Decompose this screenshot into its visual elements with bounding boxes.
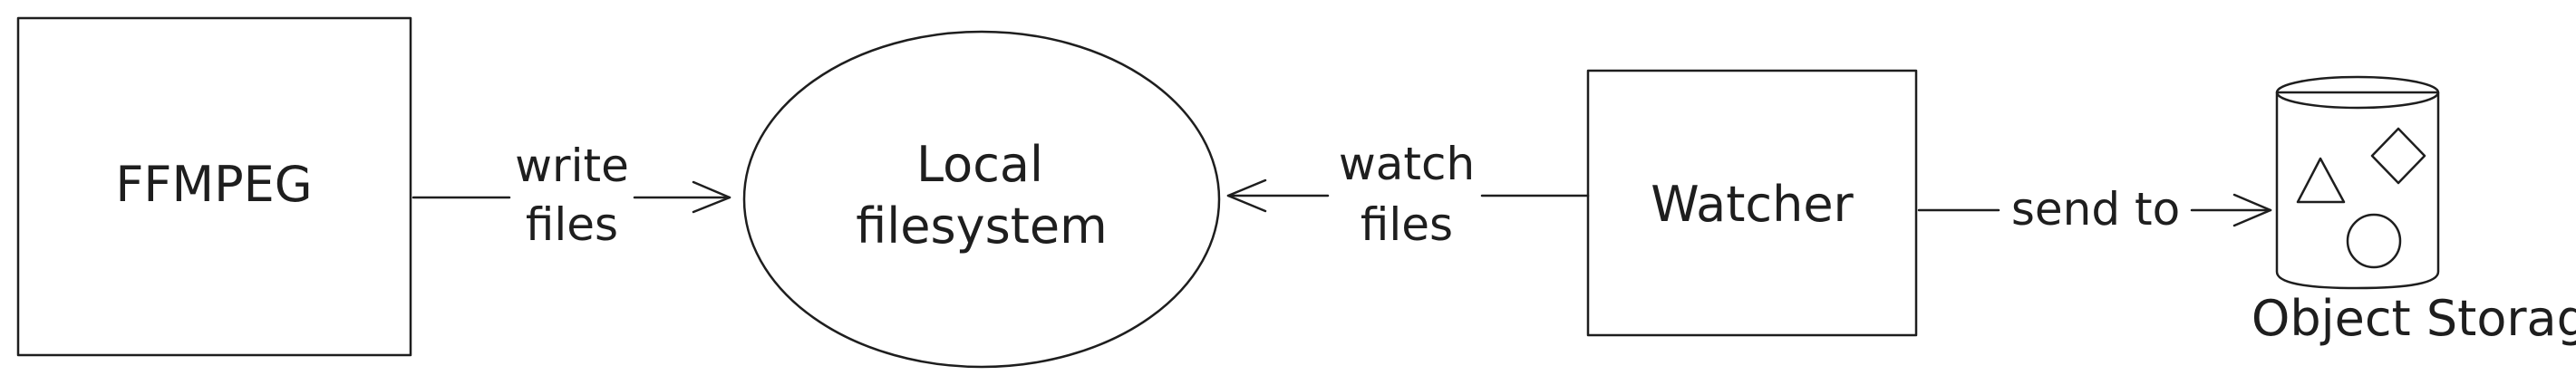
filesystem-label-line2: filesystem [856, 197, 1107, 255]
watcher-label: Watcher [1651, 176, 1854, 233]
storage-cylinder-top [2275, 75, 2440, 110]
edge-send-to: send to [1917, 183, 2272, 236]
ffmpeg-node[interactable]: FFMPEG [16, 16, 412, 357]
filesystem-node[interactable]: Local filesystem [742, 30, 1221, 369]
circle-icon [2346, 213, 2402, 269]
edge-watch-files: watch files [1226, 138, 1590, 251]
ffmpeg-box [16, 16, 412, 357]
watcher-node[interactable]: Watcher [1586, 69, 1918, 337]
triangle-icon [2296, 157, 2346, 204]
filesystem-ellipse [742, 30, 1221, 369]
storage-cylinder-body [2275, 91, 2440, 290]
storage-label: Object Storage [2252, 290, 2576, 347]
write-label-line1: write [515, 140, 629, 192]
diamond-icon [2370, 127, 2426, 185]
edge-write-files: write files [412, 140, 731, 251]
ffmpeg-label: FFMPEG [115, 156, 312, 213]
filesystem-label-line1: Local [916, 136, 1043, 193]
watch-label-line1: watch [1339, 138, 1475, 190]
write-label-line2: files [526, 198, 618, 251]
send-arrow-head [2232, 193, 2272, 227]
watch-label-line2: files [1361, 198, 1453, 251]
watcher-box [1586, 69, 1918, 337]
write-arrow-head [692, 180, 731, 214]
send-label: send to [2011, 183, 2180, 236]
watch-arrow-head [1226, 178, 1267, 213]
object-storage-node[interactable]: Object Storage [2252, 75, 2576, 347]
